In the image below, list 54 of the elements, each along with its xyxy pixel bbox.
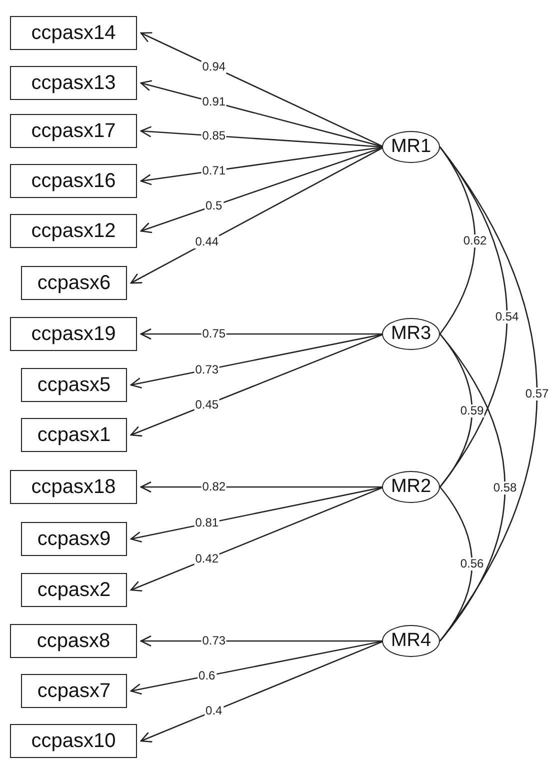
variable-box: ccpasx10 xyxy=(10,724,137,758)
edge-label: 0.85 xyxy=(201,129,227,142)
edge-label: 0.81 xyxy=(194,516,220,530)
variable-box: ccpasx2 xyxy=(21,573,127,607)
edge-label: 0.42 xyxy=(194,552,220,566)
correlation-curve xyxy=(439,146,476,334)
arrow xyxy=(140,126,384,148)
edge-label: 0.62 xyxy=(462,234,488,247)
edge-label: 0.75 xyxy=(201,328,227,340)
edge-label: 0.57 xyxy=(524,388,550,400)
factor-ellipse: MR1 xyxy=(382,131,440,163)
factor-ellipse: MR4 xyxy=(382,625,440,657)
variable-box: ccpasx9 xyxy=(21,522,127,556)
variable-box: ccpasx8 xyxy=(10,624,137,658)
variable-box: ccpasx19 xyxy=(10,317,137,351)
edge-label: 0.91 xyxy=(201,96,227,109)
edge-label: 0.58 xyxy=(492,481,518,494)
edge-label: 0.4 xyxy=(204,704,224,718)
edge-label: 0.73 xyxy=(194,363,220,376)
arrow xyxy=(140,146,384,186)
edge-label: 0.82 xyxy=(201,480,227,494)
factor-ellipse: MR2 xyxy=(382,471,440,503)
edge-label: 0.5 xyxy=(204,199,224,212)
arrow xyxy=(130,333,384,437)
edge-label: 0.45 xyxy=(194,398,220,412)
arrow xyxy=(140,481,384,493)
correlation-curve xyxy=(439,486,473,642)
variable-box: ccpasx14 xyxy=(10,16,137,50)
variable-box: ccpasx17 xyxy=(10,114,137,148)
edge-label: 0.6 xyxy=(198,670,216,682)
variable-box: ccpasx7 xyxy=(21,674,127,708)
variable-box: ccpasx18 xyxy=(10,470,137,504)
variable-box: ccpasx13 xyxy=(10,66,137,100)
edge-label: 0.54 xyxy=(494,310,520,324)
variable-box: ccpasx5 xyxy=(21,368,127,402)
edge-label: 0.73 xyxy=(201,634,227,648)
arrow xyxy=(130,486,384,592)
factor-ellipse: MR3 xyxy=(382,318,440,350)
variable-box: ccpasx16 xyxy=(10,164,137,198)
variable-box: ccpasx6 xyxy=(21,266,127,300)
arrow xyxy=(140,328,384,340)
correlation-curve xyxy=(439,334,506,642)
arrow xyxy=(130,146,384,284)
edge-label: 0.44 xyxy=(194,236,220,249)
edge-label: 0.71 xyxy=(201,164,227,178)
edge-label: 0.56 xyxy=(459,558,485,570)
edge-label: 0.59 xyxy=(459,404,485,417)
arrow xyxy=(140,635,384,647)
variable-box: ccpasx1 xyxy=(21,418,127,452)
arrow xyxy=(140,80,384,148)
variable-box: ccpasx12 xyxy=(10,214,137,248)
arrow xyxy=(140,640,384,742)
edge-label: 0.94 xyxy=(201,60,227,74)
arrow xyxy=(140,32,384,148)
